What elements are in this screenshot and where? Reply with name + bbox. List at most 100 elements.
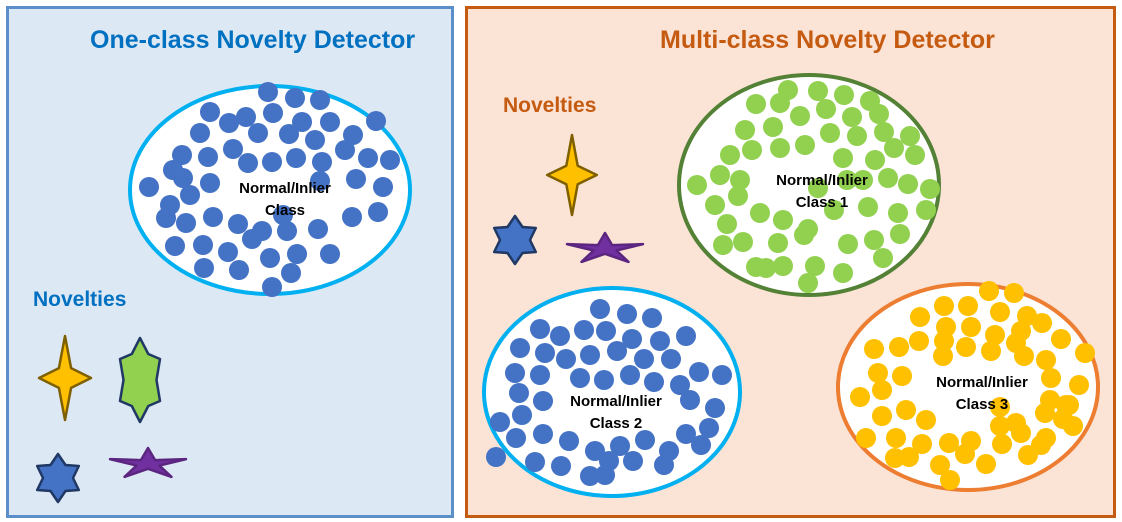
yellow-dot bbox=[1017, 306, 1037, 326]
green-dot bbox=[808, 178, 828, 198]
blue-dot bbox=[644, 372, 664, 392]
green-dot bbox=[730, 170, 750, 190]
green-dot bbox=[768, 233, 788, 253]
blue-dot bbox=[535, 343, 555, 363]
yellow-dot bbox=[956, 337, 976, 357]
blue-dot bbox=[550, 326, 570, 346]
blue-dot bbox=[218, 242, 238, 262]
blue-dot bbox=[373, 177, 393, 197]
green-dot bbox=[717, 214, 737, 234]
yellow-dot bbox=[1011, 423, 1031, 443]
blue-dot bbox=[292, 112, 312, 132]
blue-dot bbox=[139, 177, 159, 197]
yellow-dot bbox=[909, 331, 929, 351]
yellow-dot bbox=[961, 317, 981, 337]
blue-dot bbox=[273, 205, 293, 225]
blue-dot bbox=[190, 123, 210, 143]
class1-label: Normal/Inlier Class 1 bbox=[776, 170, 868, 214]
yellow-star-icon bbox=[545, 133, 599, 217]
yellow-dot bbox=[940, 470, 960, 490]
green-dot bbox=[842, 107, 862, 127]
purple-star-icon bbox=[108, 446, 188, 479]
yellow-dot bbox=[892, 366, 912, 386]
yellow-dot bbox=[985, 325, 1005, 345]
blue-dot bbox=[617, 304, 637, 324]
blue-dot bbox=[342, 207, 362, 227]
blue-dot bbox=[194, 258, 214, 278]
green-dot bbox=[728, 186, 748, 206]
green-dot bbox=[742, 140, 762, 160]
blue-dot bbox=[165, 236, 185, 256]
yellow-dot bbox=[934, 296, 954, 316]
blue-dot bbox=[305, 130, 325, 150]
green-dot bbox=[750, 203, 770, 223]
class3-label-line2: Class 3 bbox=[955, 396, 1009, 413]
class2-label-line1: Normal/Inlier bbox=[570, 393, 662, 410]
yellow-dot bbox=[1032, 313, 1052, 333]
green-dot bbox=[900, 126, 920, 146]
blue-dot bbox=[570, 368, 590, 388]
blue-dot bbox=[680, 390, 700, 410]
blue-dot bbox=[533, 424, 553, 444]
blue-dot bbox=[236, 107, 256, 127]
blue-dot bbox=[368, 202, 388, 222]
green-dot bbox=[720, 145, 740, 165]
yellow-dot bbox=[934, 331, 954, 351]
one-class-novelties-label: Novelties bbox=[33, 288, 127, 311]
yellow-dot bbox=[864, 339, 884, 359]
one-class-dots bbox=[139, 82, 400, 297]
blue-dot bbox=[595, 465, 615, 485]
green-dot bbox=[687, 175, 707, 195]
blue-dot bbox=[574, 320, 594, 340]
blue-dot bbox=[580, 345, 600, 365]
blue-dot bbox=[279, 124, 299, 144]
blue-dot bbox=[308, 219, 328, 239]
green-dot bbox=[898, 174, 918, 194]
yellow-dot bbox=[1036, 350, 1056, 370]
green-star-icon bbox=[118, 336, 162, 424]
yellow-dot bbox=[979, 281, 999, 301]
green-dot bbox=[874, 122, 894, 142]
green-dot bbox=[865, 150, 885, 170]
blue-dot bbox=[512, 405, 532, 425]
yellow-dot bbox=[992, 434, 1012, 454]
yellow-dot bbox=[872, 380, 892, 400]
blue-dot bbox=[380, 150, 400, 170]
blue-dot bbox=[228, 214, 248, 234]
multi-class-title: Multi-class Novelty Detector bbox=[660, 26, 995, 54]
blue-dot bbox=[229, 260, 249, 280]
blue-dot bbox=[635, 430, 655, 450]
yellow-dot bbox=[981, 341, 1001, 361]
blue-dot bbox=[263, 103, 283, 123]
blue-dot bbox=[533, 391, 553, 411]
yellow-dot bbox=[1035, 403, 1055, 423]
blue-dot bbox=[691, 435, 711, 455]
blue-dot bbox=[486, 447, 506, 467]
blue-dot bbox=[262, 277, 282, 297]
one-class-class-label-line2: Class bbox=[264, 202, 306, 219]
blue-dot bbox=[676, 424, 696, 444]
blue-dot bbox=[610, 436, 630, 456]
blue-dot bbox=[260, 248, 280, 268]
blue-dot bbox=[676, 326, 696, 346]
green-dot bbox=[853, 170, 873, 190]
blue-dot bbox=[277, 221, 297, 241]
green-dot bbox=[735, 120, 755, 140]
blue-dot bbox=[180, 185, 200, 205]
blue-dot bbox=[238, 153, 258, 173]
green-dot bbox=[805, 256, 825, 276]
blue-dot bbox=[530, 319, 550, 339]
green-dot bbox=[773, 256, 793, 276]
class1-label-line2: Class 1 bbox=[795, 194, 849, 211]
green-dot bbox=[756, 258, 776, 278]
blue-dot bbox=[176, 213, 196, 233]
blue-dot bbox=[654, 455, 674, 475]
green-dot bbox=[833, 263, 853, 283]
blue-dot bbox=[580, 466, 600, 486]
blue-dot bbox=[262, 152, 282, 172]
green-dot bbox=[890, 224, 910, 244]
green-dot bbox=[773, 210, 793, 230]
yellow-dot bbox=[933, 346, 953, 366]
green-dot bbox=[790, 106, 810, 126]
class2-label: Normal/Inlier Class 2 bbox=[570, 391, 662, 435]
